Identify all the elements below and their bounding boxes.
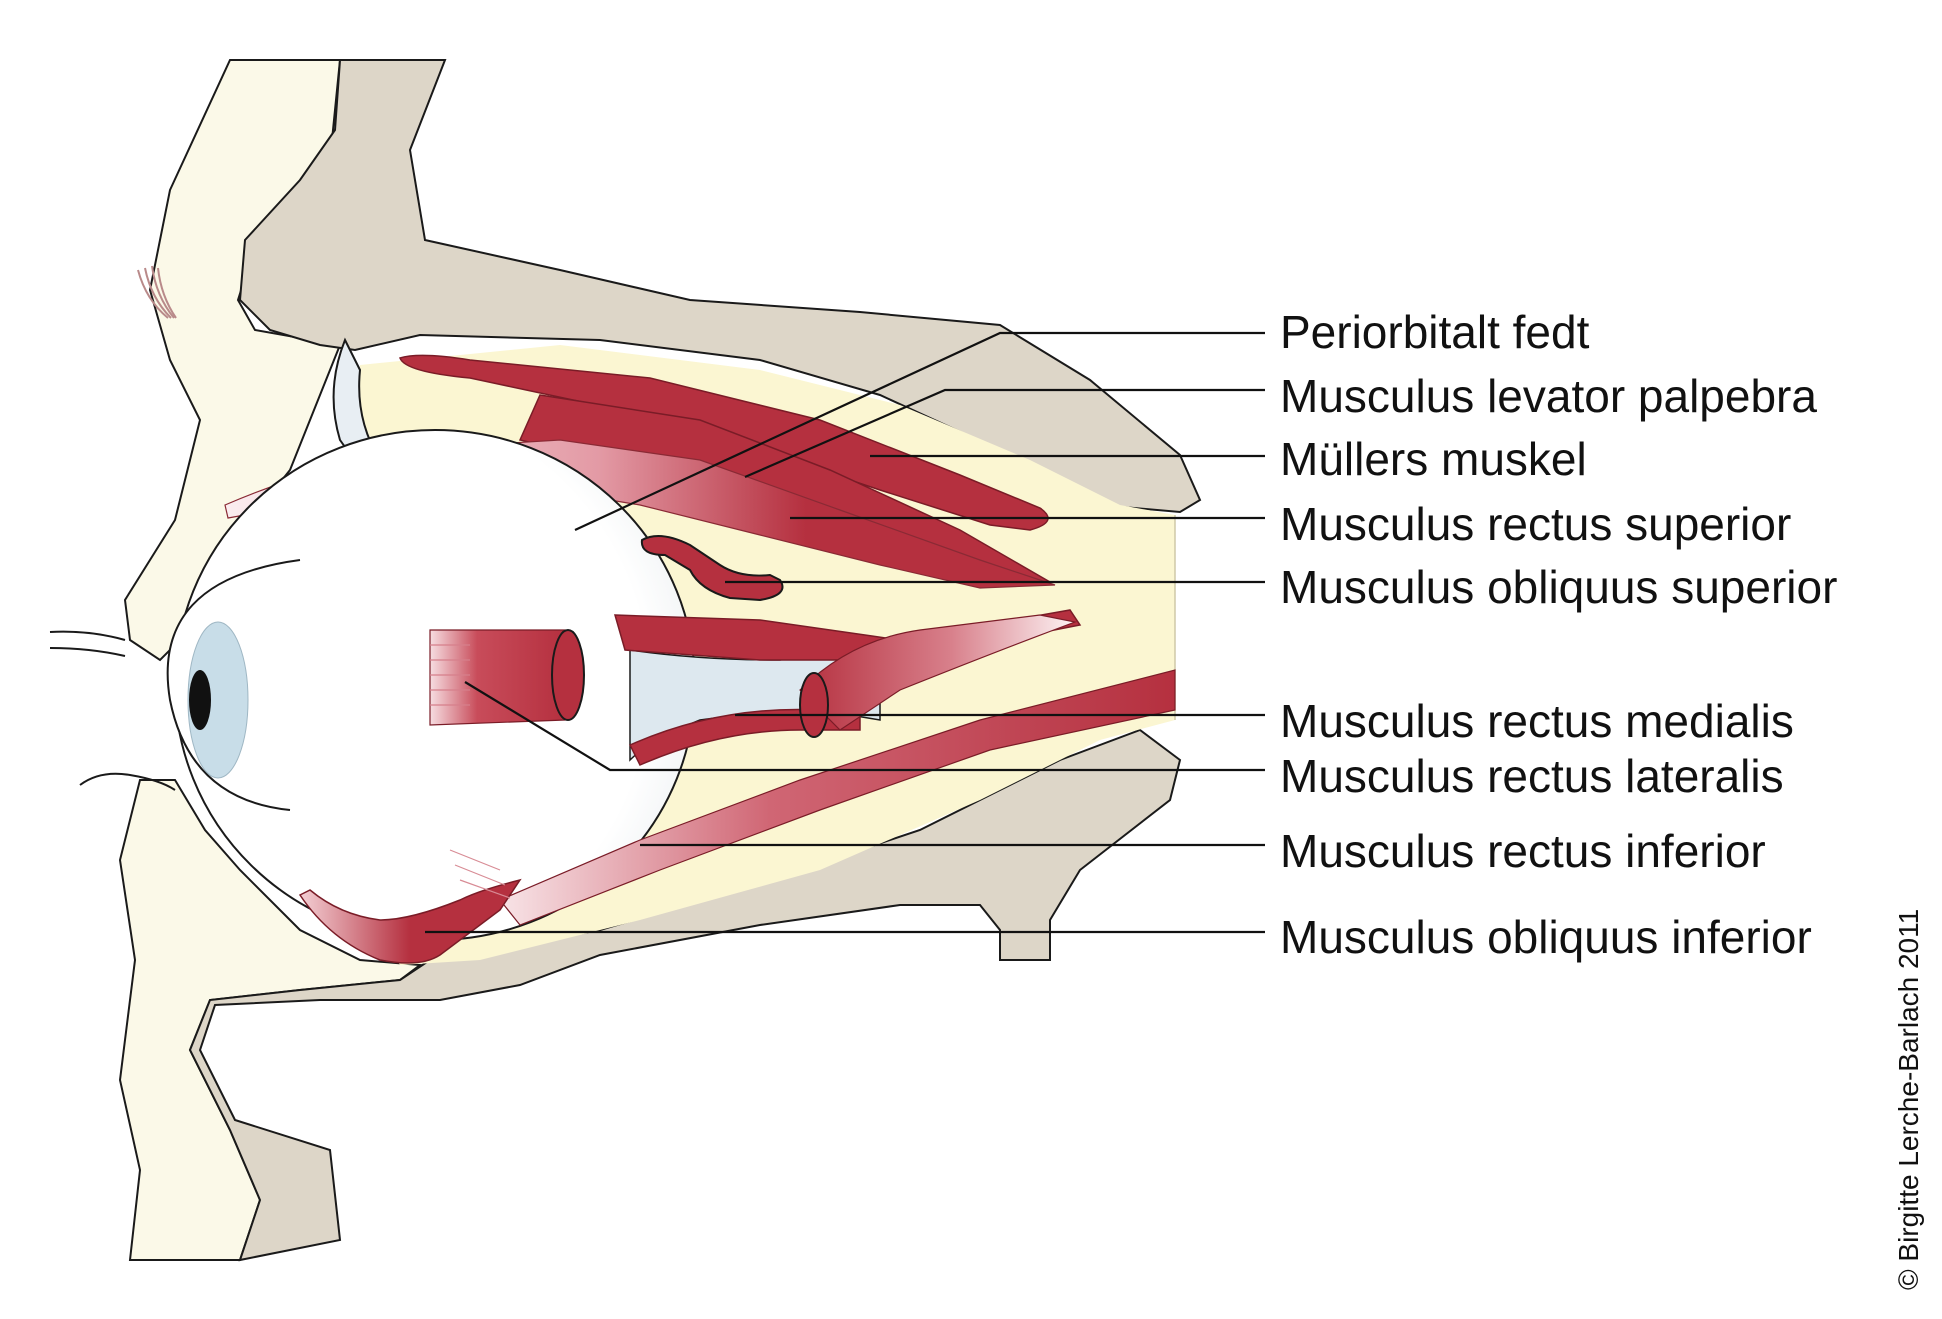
mullers-muscle-shape [399,354,1049,531]
label-rectus-inferior: Musculus rectus inferior [1280,825,1766,877]
rectus-lateralis-fibers [430,644,470,706]
label-rectus-superior: Musculus rectus superior [1280,498,1791,550]
leader-levator-palpebrae [744,388,1265,479]
label-mullers-muscle: Müllers muskel [1280,433,1587,485]
leader-lines [425,331,1265,934]
label-rectus-medialis: Musculus rectus medialis [1280,695,1794,747]
leader-rectus-lateralis [464,681,1265,772]
obliquus-superior-shape [640,535,784,602]
rectus-lateralis-cut [551,629,585,721]
labels: Periorbitalt fedt Musculus levator palpe… [1280,306,1837,963]
rectus-inferior-shape [499,669,1176,926]
lower-orbital-bone [188,728,1182,1262]
leader-periorbital-fat [574,331,1265,531]
lower-orbit [118,728,1182,1262]
obliquus-inferior-shape [298,878,522,964]
label-levator-palpebrae: Musculus levator palpebra [1280,370,1817,422]
label-obliquus-inferior: Musculus obliquus inferior [1280,911,1812,963]
label-obliquus-superior: Musculus obliquus superior [1280,561,1837,613]
upper-orbit [123,59,1202,662]
label-rectus-lateralis: Musculus rectus lateralis [1280,750,1784,802]
rectus-medialis-shape [799,614,1078,731]
copyright: © Birgitte Lerche-Barlach 2011 [1893,909,1924,1290]
pupil [189,670,211,730]
obliquus-inferior-fibers [449,849,511,899]
iris [187,621,249,779]
label-periorbital-fat: Periorbitalt fedt [1280,306,1590,358]
eyebrow-hairs [137,265,177,319]
rectus-lateralis-shape [429,629,566,726]
rectus-medialis-cut [799,672,829,738]
